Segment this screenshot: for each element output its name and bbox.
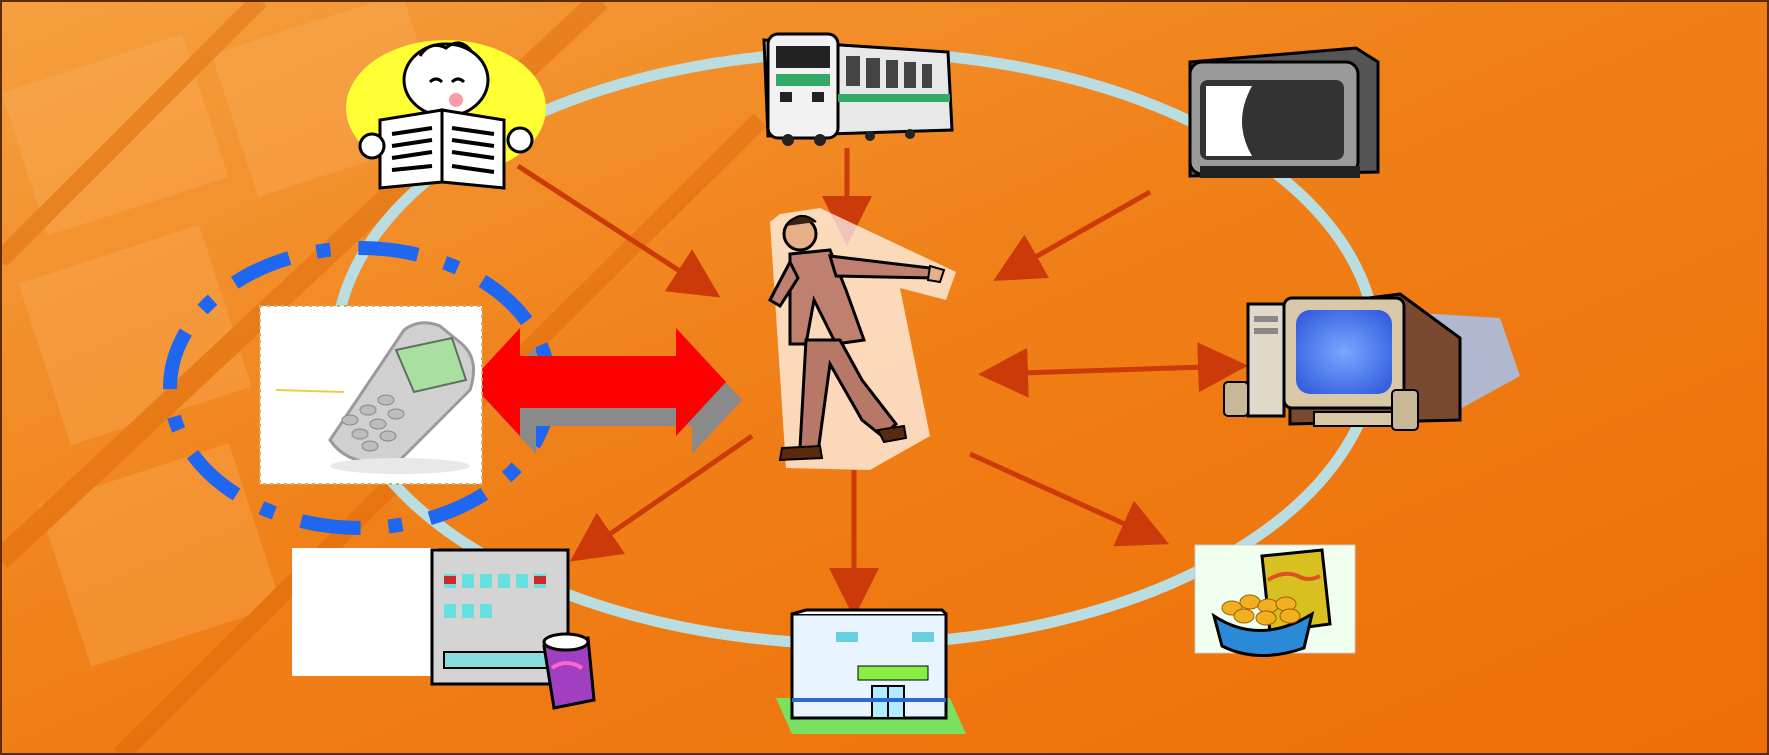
convenience-store-icon [776,608,966,734]
arrow-tv-to-center [993,189,1152,281]
newspaper-reader-icon [346,40,546,190]
desktop-computer-icon [1223,292,1520,431]
highlight-double-arrow [470,328,742,454]
arrow-newspaper-to-center [516,163,721,298]
businessman-walking-icon [768,208,956,470]
vending-machine-icon [292,548,596,710]
arrow-center-computer-both [978,342,1248,398]
train-icon [762,32,954,146]
arrow-center-to-vending [569,433,754,562]
arrows [516,148,1248,618]
mobile-phone-icon [259,305,483,485]
chips-snack-icon [1194,544,1356,657]
arrow-center-to-chips [968,451,1170,547]
television-icon [1188,46,1380,178]
